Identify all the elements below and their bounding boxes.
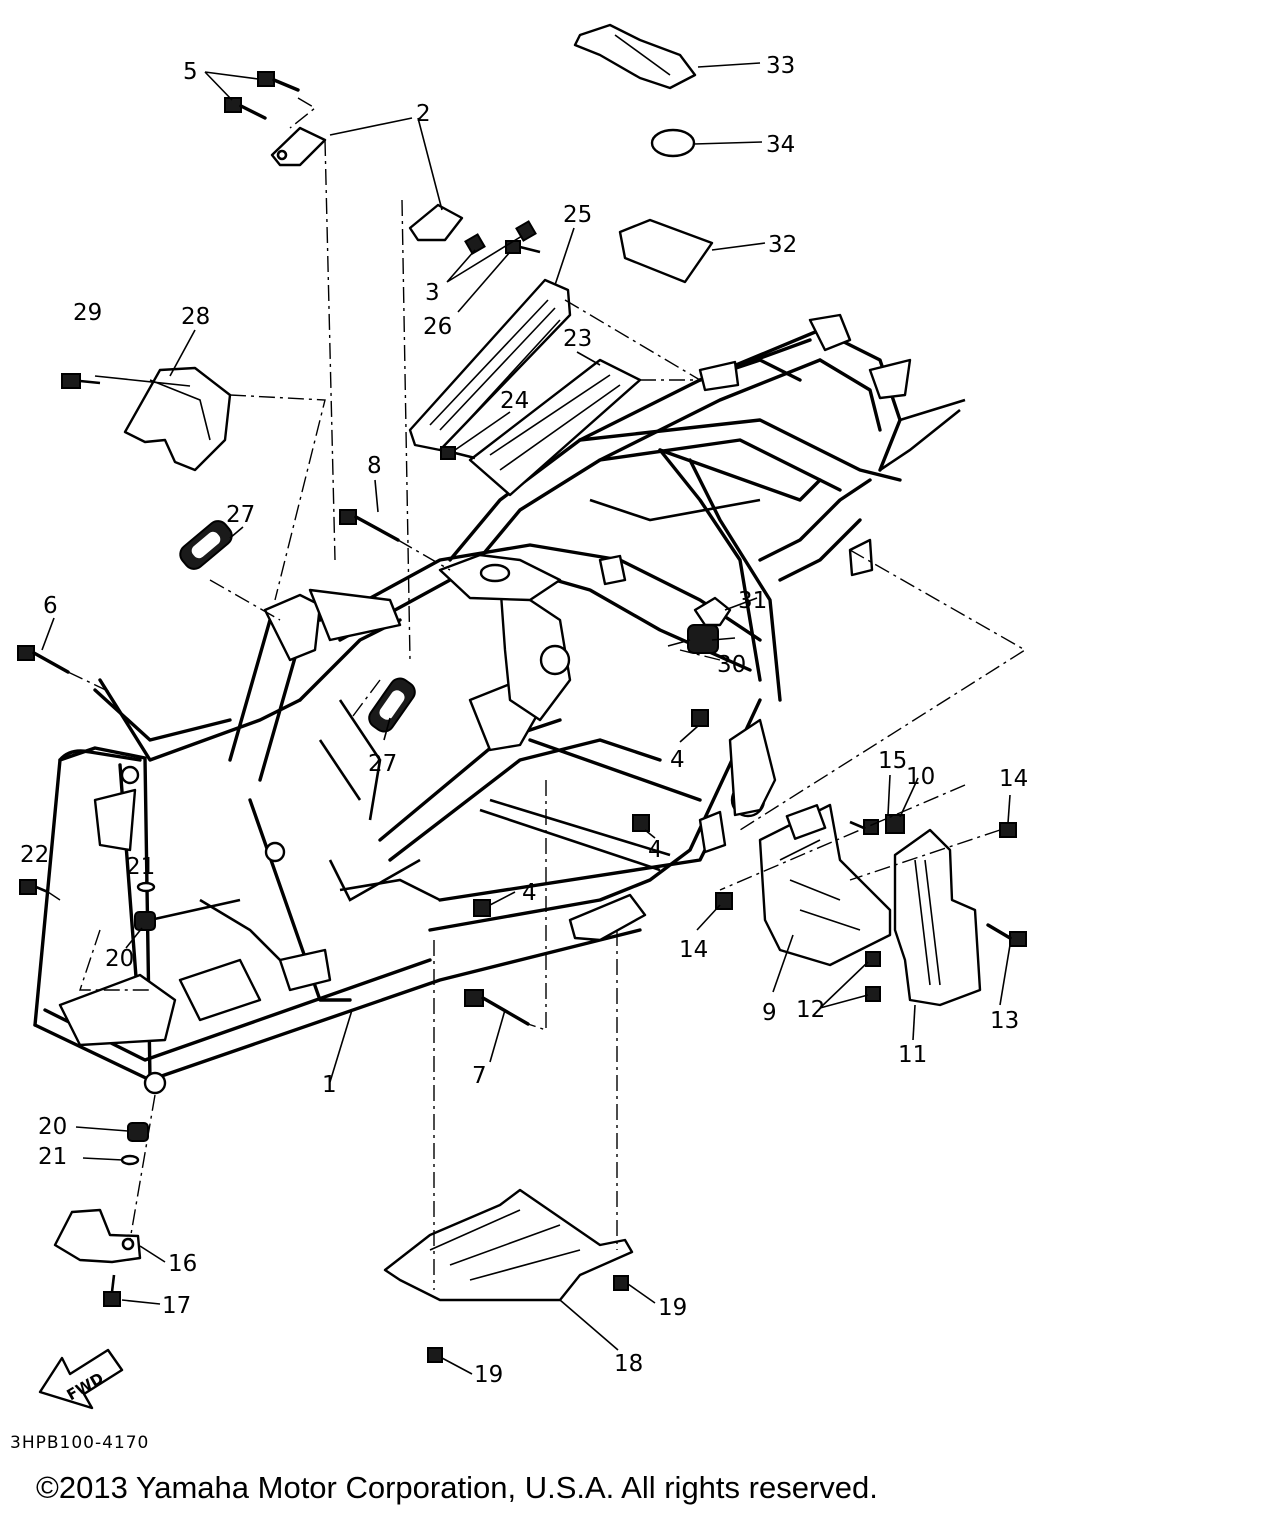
part-33-cover (573, 23, 697, 90)
callout-27-upper: 27 (226, 502, 255, 528)
copyright-notice: ©2013 Yamaha Motor Corporation, U.S.A. A… (36, 1470, 878, 1505)
callout-30: 30 (717, 652, 746, 678)
part-5-bolts (224, 71, 300, 120)
part-9-battery-box (758, 803, 892, 967)
callout-32: 32 (768, 232, 797, 258)
callout-17: 17 (162, 1293, 191, 1319)
callout-18: 18 (614, 1351, 643, 1377)
part-21-washer-upper (136, 881, 156, 893)
callout-23: 23 (563, 326, 592, 352)
part-34-disc (650, 128, 696, 158)
callout-13: 13 (990, 1008, 1019, 1034)
fwd-arrow-icon: FWD (38, 1348, 124, 1410)
part-18-skid-plate (383, 1188, 634, 1302)
part-13-bolt (986, 923, 1027, 947)
callout-16: 16 (168, 1251, 197, 1277)
callout-4-lower: 4 (522, 880, 537, 906)
callout-14-left: 14 (679, 937, 708, 963)
callout-19-right: 19 (658, 1295, 687, 1321)
part-20-collar-upper (134, 911, 156, 931)
callout-2: 2 (416, 101, 431, 127)
callout-numbers: 33 34 32 5 2 3 26 25 23 24 29 28 8 27 6 … (20, 53, 1028, 1388)
callout-1: 1 (322, 1072, 337, 1098)
callout-20-lower: 20 (38, 1114, 67, 1140)
callout-22: 22 (20, 842, 49, 868)
callout-15: 15 (878, 748, 907, 774)
part-19-bolt-right (613, 1275, 629, 1291)
callout-34: 34 (766, 132, 795, 158)
part-21-washer-lower (120, 1154, 140, 1166)
part-29-bolt (61, 373, 101, 389)
callout-8: 8 (367, 453, 382, 479)
part-17-bolt (103, 1274, 121, 1307)
part-8-bolt (339, 509, 400, 542)
part-30-damper (667, 624, 719, 654)
callout-20-upper: 20 (105, 946, 134, 972)
part-4-nut-c (473, 899, 491, 917)
callout-3: 3 (425, 280, 440, 306)
part-12-clip-b (865, 986, 881, 1002)
part-2-brackets (270, 126, 464, 242)
callout-25: 25 (563, 202, 592, 228)
leader-lines (41, 62, 1011, 1375)
callout-19-left: 19 (474, 1362, 503, 1388)
callout-12: 12 (796, 997, 825, 1023)
part-20-collar-lower (127, 1122, 149, 1142)
callout-4-upper: 4 (670, 747, 685, 773)
main-frame (33, 313, 966, 1095)
part-7-bolt (464, 989, 530, 1026)
part-31-clamp (693, 596, 732, 627)
part-3-nut-a (464, 233, 486, 255)
callout-4-middle: 4 (648, 837, 663, 863)
figure-code: 3HPB100-4170 (10, 1433, 150, 1453)
callout-33: 33 (766, 53, 795, 79)
part-22-bolt (19, 879, 49, 895)
part-27-grommet-upper (179, 520, 233, 570)
part-14-bolt-right (999, 822, 1017, 838)
assembly-lines (47, 97, 1027, 1290)
callout-5: 5 (183, 59, 198, 85)
callout-29: 29 (73, 300, 102, 326)
part-32-pad (618, 218, 714, 284)
callout-28: 28 (181, 304, 210, 330)
callout-10: 10 (906, 764, 935, 790)
callout-26: 26 (423, 314, 452, 340)
part-4-nut-a (691, 709, 709, 727)
part-19-bolt-left (427, 1347, 443, 1363)
callout-9: 9 (762, 1000, 777, 1026)
callout-11: 11 (898, 1042, 927, 1068)
callout-7: 7 (472, 1063, 487, 1089)
part-24-screw (440, 446, 476, 460)
callout-6: 6 (43, 593, 58, 619)
part-27-grommet-lower (368, 677, 416, 733)
callout-27-lower: 27 (368, 751, 397, 777)
callout-14-right: 14 (999, 766, 1028, 792)
part-12-clip-a (865, 951, 881, 967)
callout-31: 31 (738, 588, 767, 614)
part-4-nut-b (632, 814, 650, 832)
part-28-mount (123, 366, 232, 472)
callout-21-lower: 21 (38, 1144, 67, 1170)
part-16-bracket (53, 1208, 142, 1264)
part-10-clip (885, 814, 905, 834)
callout-24: 24 (500, 388, 529, 414)
part-25-plate (408, 278, 572, 452)
callout-21-upper: 21 (126, 854, 155, 880)
part-6-bolt (17, 645, 70, 674)
part-11-cover (893, 828, 982, 1007)
